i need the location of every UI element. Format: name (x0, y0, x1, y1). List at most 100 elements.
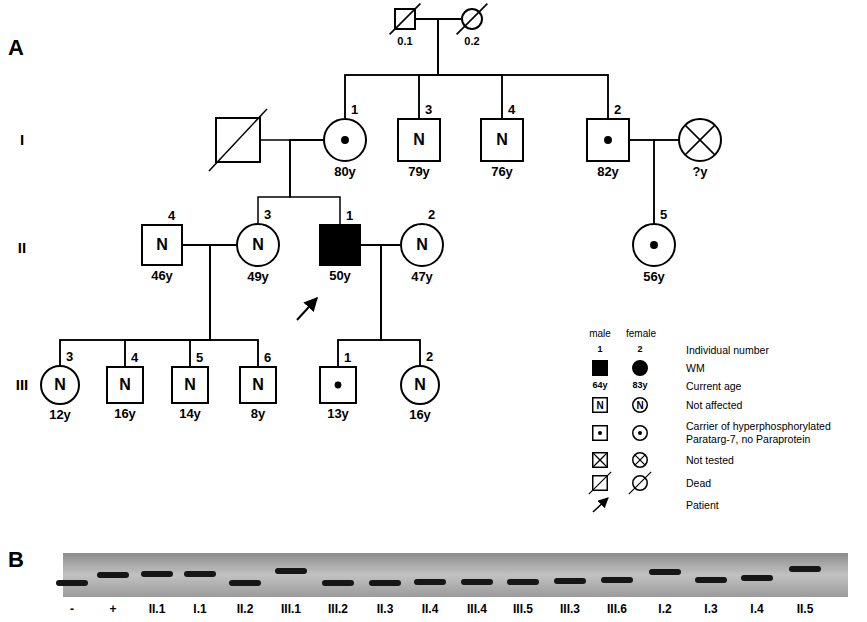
status-letter: N (596, 400, 603, 411)
female-outline (633, 361, 648, 376)
age-label: 80y (334, 165, 356, 179)
status-letter: N (636, 400, 643, 411)
descent-line (438, 19, 608, 118)
individual-number: 4 (131, 351, 138, 365)
status-letter: N (54, 376, 66, 394)
individual-number: 4 (508, 103, 515, 117)
carrier-dot (650, 241, 658, 249)
female-symbol: 3N49y (236, 223, 280, 267)
male-outline (240, 367, 276, 403)
descent-line (190, 245, 236, 366)
legend-item: Dead (686, 477, 864, 490)
generation-label: I (20, 132, 24, 149)
age-label: 16y (409, 408, 431, 422)
age-label: 49y (247, 270, 269, 284)
protein-band (507, 579, 539, 585)
protein-band (229, 580, 261, 586)
lane-label: II.2 (237, 603, 254, 616)
female-outline (633, 398, 648, 413)
female-symbol: 2N47y (400, 223, 444, 267)
protein-band (649, 569, 681, 575)
age-label: 79y (408, 165, 430, 179)
protein-band (275, 568, 307, 574)
legend-sample-symbol (593, 361, 608, 376)
male-outline (587, 119, 629, 161)
lane-label: III.3 (560, 603, 580, 616)
carrier-dot (604, 136, 612, 144)
male-outline (398, 119, 440, 161)
male-outline (172, 367, 208, 403)
descent-line (438, 19, 502, 118)
deceased-slash (629, 472, 651, 494)
male-symbol: 4N76y (480, 118, 524, 162)
individual-number: 6 (264, 351, 271, 365)
age-label: 12y (49, 408, 71, 422)
age-label: 82y (597, 165, 619, 179)
symbol-outline (319, 366, 357, 404)
carrier-dot (598, 431, 602, 435)
legend-item: Individual number (686, 344, 864, 357)
status-letter: N (416, 236, 428, 254)
lane-label: I.2 (658, 603, 671, 616)
protein-band (369, 580, 401, 586)
legend-text: Dead (686, 477, 711, 489)
male-symbol: 4N16y (106, 366, 144, 404)
protein-band (56, 580, 88, 586)
legend-item: Patient (686, 499, 864, 512)
not-tested-cross (635, 455, 645, 465)
panel-letter: A (8, 36, 24, 60)
individual-number: 2 (428, 208, 435, 222)
male-outline (107, 367, 143, 403)
legend-sample-symbol (593, 426, 608, 441)
male-symbol: 150y (319, 224, 361, 266)
male-symbol: 5N14y (171, 366, 209, 404)
lane-label: I.3 (704, 603, 717, 616)
individual-number: 3 (425, 103, 432, 117)
protein-band (695, 577, 727, 583)
legend-item: Not affected (686, 399, 864, 412)
female-symbol: 2N16y (400, 365, 440, 405)
legend-sample-symbol (589, 472, 611, 494)
legend-item: Carrier of hyperphosphorylated Paratarg-… (686, 420, 864, 446)
male-symbol: 6N8y (239, 366, 277, 404)
age-label: 8y (251, 407, 265, 421)
lane-label: III.4 (467, 603, 487, 616)
status-letter: N (496, 131, 508, 149)
carrier-dot (341, 136, 349, 144)
female-symbol: 180y (323, 118, 367, 162)
descent-line (416, 19, 608, 118)
symbol-outline (586, 118, 630, 162)
legend-sample-symbol (633, 361, 648, 376)
female-outline (401, 366, 439, 404)
generation-label: III (16, 377, 29, 394)
deceased-slash (589, 472, 611, 494)
lane-label: II.4 (422, 603, 439, 616)
male-symbol: 4N46y (141, 224, 183, 266)
carrier-dot (638, 431, 642, 435)
status-letter: N (156, 236, 168, 254)
symbol-outline (323, 118, 367, 162)
female-outline (633, 453, 648, 468)
protein-band (322, 580, 354, 586)
protein-band (414, 579, 446, 585)
deceased-slash (390, 4, 421, 35)
female-symbol: 556y (632, 223, 676, 267)
protein-band (97, 572, 129, 578)
symbol-outline (319, 224, 361, 266)
carrier-dot (335, 382, 342, 389)
female-symbol: 3N12y (40, 365, 80, 405)
age-label: 56y (643, 270, 665, 284)
proband-arrow (297, 298, 317, 320)
age-label: ?y (692, 165, 707, 179)
descent-line (345, 19, 461, 118)
female-symbol: N (632, 397, 648, 413)
status-letter: N (119, 376, 131, 394)
western-blot-gel (63, 553, 848, 597)
not-tested-cross (593, 453, 608, 468)
legend-sample-number: 1 (597, 345, 602, 355)
protein-band (601, 577, 633, 583)
legend-item: Current age (686, 380, 864, 393)
age-label: 13y (327, 407, 349, 421)
legend-sample-symbol (593, 453, 608, 468)
